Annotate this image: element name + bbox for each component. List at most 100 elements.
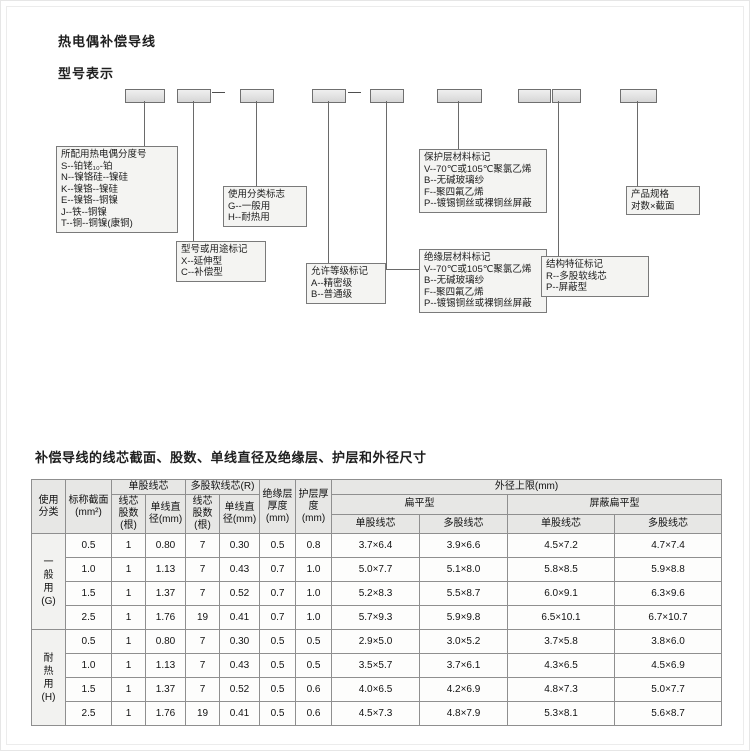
col-header-flat-type: 扁平型 xyxy=(331,494,509,515)
table-cell: 5.0×7.7 xyxy=(614,677,723,702)
table-cell: 19 xyxy=(185,701,220,726)
table-cell: 4.0×6.5 xyxy=(331,677,421,702)
table-cell: 7 xyxy=(185,533,220,558)
col-header-sheath-thickness: 护层厚度(mm) xyxy=(295,479,333,534)
legend-item: P--镀锡铜丝或裸铜丝屏蔽 xyxy=(424,198,532,209)
table-cell: 1.37 xyxy=(145,677,186,702)
table-cell: 0.52 xyxy=(218,677,261,702)
col-header-insulation-thickness: 绝缘层厚度(mm) xyxy=(259,479,297,534)
table-cell: 2.5 xyxy=(65,605,112,630)
table-cell: 3.7×6.4 xyxy=(331,533,421,558)
table-cell: 3.9×6.6 xyxy=(419,533,509,558)
spec-table: 使用分类 标称截面(mm²) 单股线芯 多股软线芯(R) 绝缘层厚度(mm) 护… xyxy=(31,479,723,726)
legend-spec: 产品规格 对数×截面 xyxy=(626,186,700,215)
legend-title: 使用分类标志 xyxy=(228,189,286,200)
legend-item: X--延伸型 xyxy=(181,255,223,267)
table-cell: 0.5 xyxy=(65,629,112,654)
table-cell: 1 xyxy=(111,581,146,606)
legend-item: 对数×截面 xyxy=(631,200,675,212)
connector-line xyxy=(458,101,459,149)
table-cell: 5.0×7.7 xyxy=(331,557,421,582)
table-cell: 0.43 xyxy=(218,653,261,678)
section-title-model: 型号表示 xyxy=(58,66,115,81)
table-cell: 3.7×6.1 xyxy=(419,653,509,678)
table-cell: 1 xyxy=(111,533,146,558)
legend-item: F--聚四氟乙烯 xyxy=(424,186,484,198)
usage-group-label: 一般用(G) xyxy=(31,533,66,630)
legend-items: 对数×截面 xyxy=(631,201,695,213)
model-code-box-structure-p xyxy=(552,89,581,103)
header-row-1: 使用分类 标称截面(mm²) 单股线芯 多股软线芯(R) 绝缘层厚度(mm) 护… xyxy=(31,479,723,534)
legend-item: F--聚四氟乙烯 xyxy=(424,286,484,298)
table-cell: 0.5 xyxy=(295,629,333,654)
legend-title: 结构特征标记 xyxy=(546,259,604,270)
table-cell: 5.2×8.3 xyxy=(331,581,421,606)
table-cell: 5.9×9.8 xyxy=(419,605,509,630)
table-cell: 1.76 xyxy=(145,701,186,726)
table-cell: 1 xyxy=(111,605,146,630)
table-cell: 4.8×7.9 xyxy=(419,701,509,726)
table-cell: 0.7 xyxy=(259,581,297,606)
model-code-box-protection xyxy=(437,89,482,103)
model-code-box-spec xyxy=(620,89,657,103)
table-cell: 5.7×9.3 xyxy=(331,605,421,630)
legend-item: K--镍铬--镍硅 xyxy=(61,183,118,195)
col-header-shielded-flat-type: 屏蔽扁平型 xyxy=(507,494,723,515)
table-cell: 1.0 xyxy=(295,581,333,606)
table-cell: 1 xyxy=(111,677,146,702)
table-cell: 0.5 xyxy=(259,701,297,726)
table-cell: 0.43 xyxy=(218,557,261,582)
table-cell: 1.5 xyxy=(65,581,112,606)
model-code-box-usage xyxy=(240,89,274,103)
table-cell: 3.0×5.2 xyxy=(419,629,509,654)
table-cell: 0.5 xyxy=(295,653,333,678)
table-cell: 0.30 xyxy=(218,629,261,654)
legend-item: T--铜--铜镍(康铜) xyxy=(61,218,133,229)
table-cell: 1.0 xyxy=(65,653,112,678)
table-cell: 1 xyxy=(111,653,146,678)
table-cell: 1 xyxy=(111,557,146,582)
table-cell: 7 xyxy=(185,677,220,702)
col-header-diameter: 单线直径(mm) xyxy=(145,494,186,534)
table-cell: 4.5×7.3 xyxy=(331,701,421,726)
legend-item: B--无碱玻璃纱 xyxy=(424,175,485,186)
legend-item: V--70℃或105℃聚氯乙烯 xyxy=(424,263,532,275)
header-row-2: 线芯股数(根) 单线直径(mm) 线芯股数(根) 单线直径(mm) 扁平型 屏蔽… xyxy=(32,494,723,534)
table-cell: 1.76 xyxy=(145,605,186,630)
usage-group-label: 耐热用(H) xyxy=(31,629,66,726)
legend-item: C--补偿型 xyxy=(181,267,223,278)
table-cell: 7 xyxy=(185,629,220,654)
legend-item: B--无碱玻璃纱 xyxy=(424,275,485,286)
table-cell: 4.7×7.4 xyxy=(614,533,723,558)
table-cell: 0.6 xyxy=(295,677,333,702)
col-header-multi-core: 多股线芯 xyxy=(614,513,723,534)
legend-item: P--镀锡铜丝或裸铜丝屏蔽 xyxy=(424,298,532,309)
dash-separator: — xyxy=(348,84,361,99)
table-cell: 0.7 xyxy=(259,605,297,630)
header-row-3: 单股线芯 多股线芯 单股线芯 多股线芯 xyxy=(32,513,723,534)
table-cell: 5.1×8.0 xyxy=(419,557,509,582)
table-cell: 6.7×10.7 xyxy=(614,605,723,630)
col-header-single-core: 单股线芯 xyxy=(331,513,421,534)
table-cell: 1.0 xyxy=(295,605,333,630)
table-cell: 6.3×9.6 xyxy=(614,581,723,606)
legend-item: J--铁--铜镍 xyxy=(61,206,107,218)
table-cell: 0.5 xyxy=(65,533,112,558)
connector-line xyxy=(144,101,145,146)
col-header-single-core-group: 单股线芯 xyxy=(111,479,186,495)
connector-line xyxy=(558,101,559,256)
table-cell: 1.0 xyxy=(65,557,112,582)
col-header-multi-core: 多股线芯 xyxy=(419,513,509,534)
legend-title: 允许等级标记 xyxy=(311,266,369,277)
